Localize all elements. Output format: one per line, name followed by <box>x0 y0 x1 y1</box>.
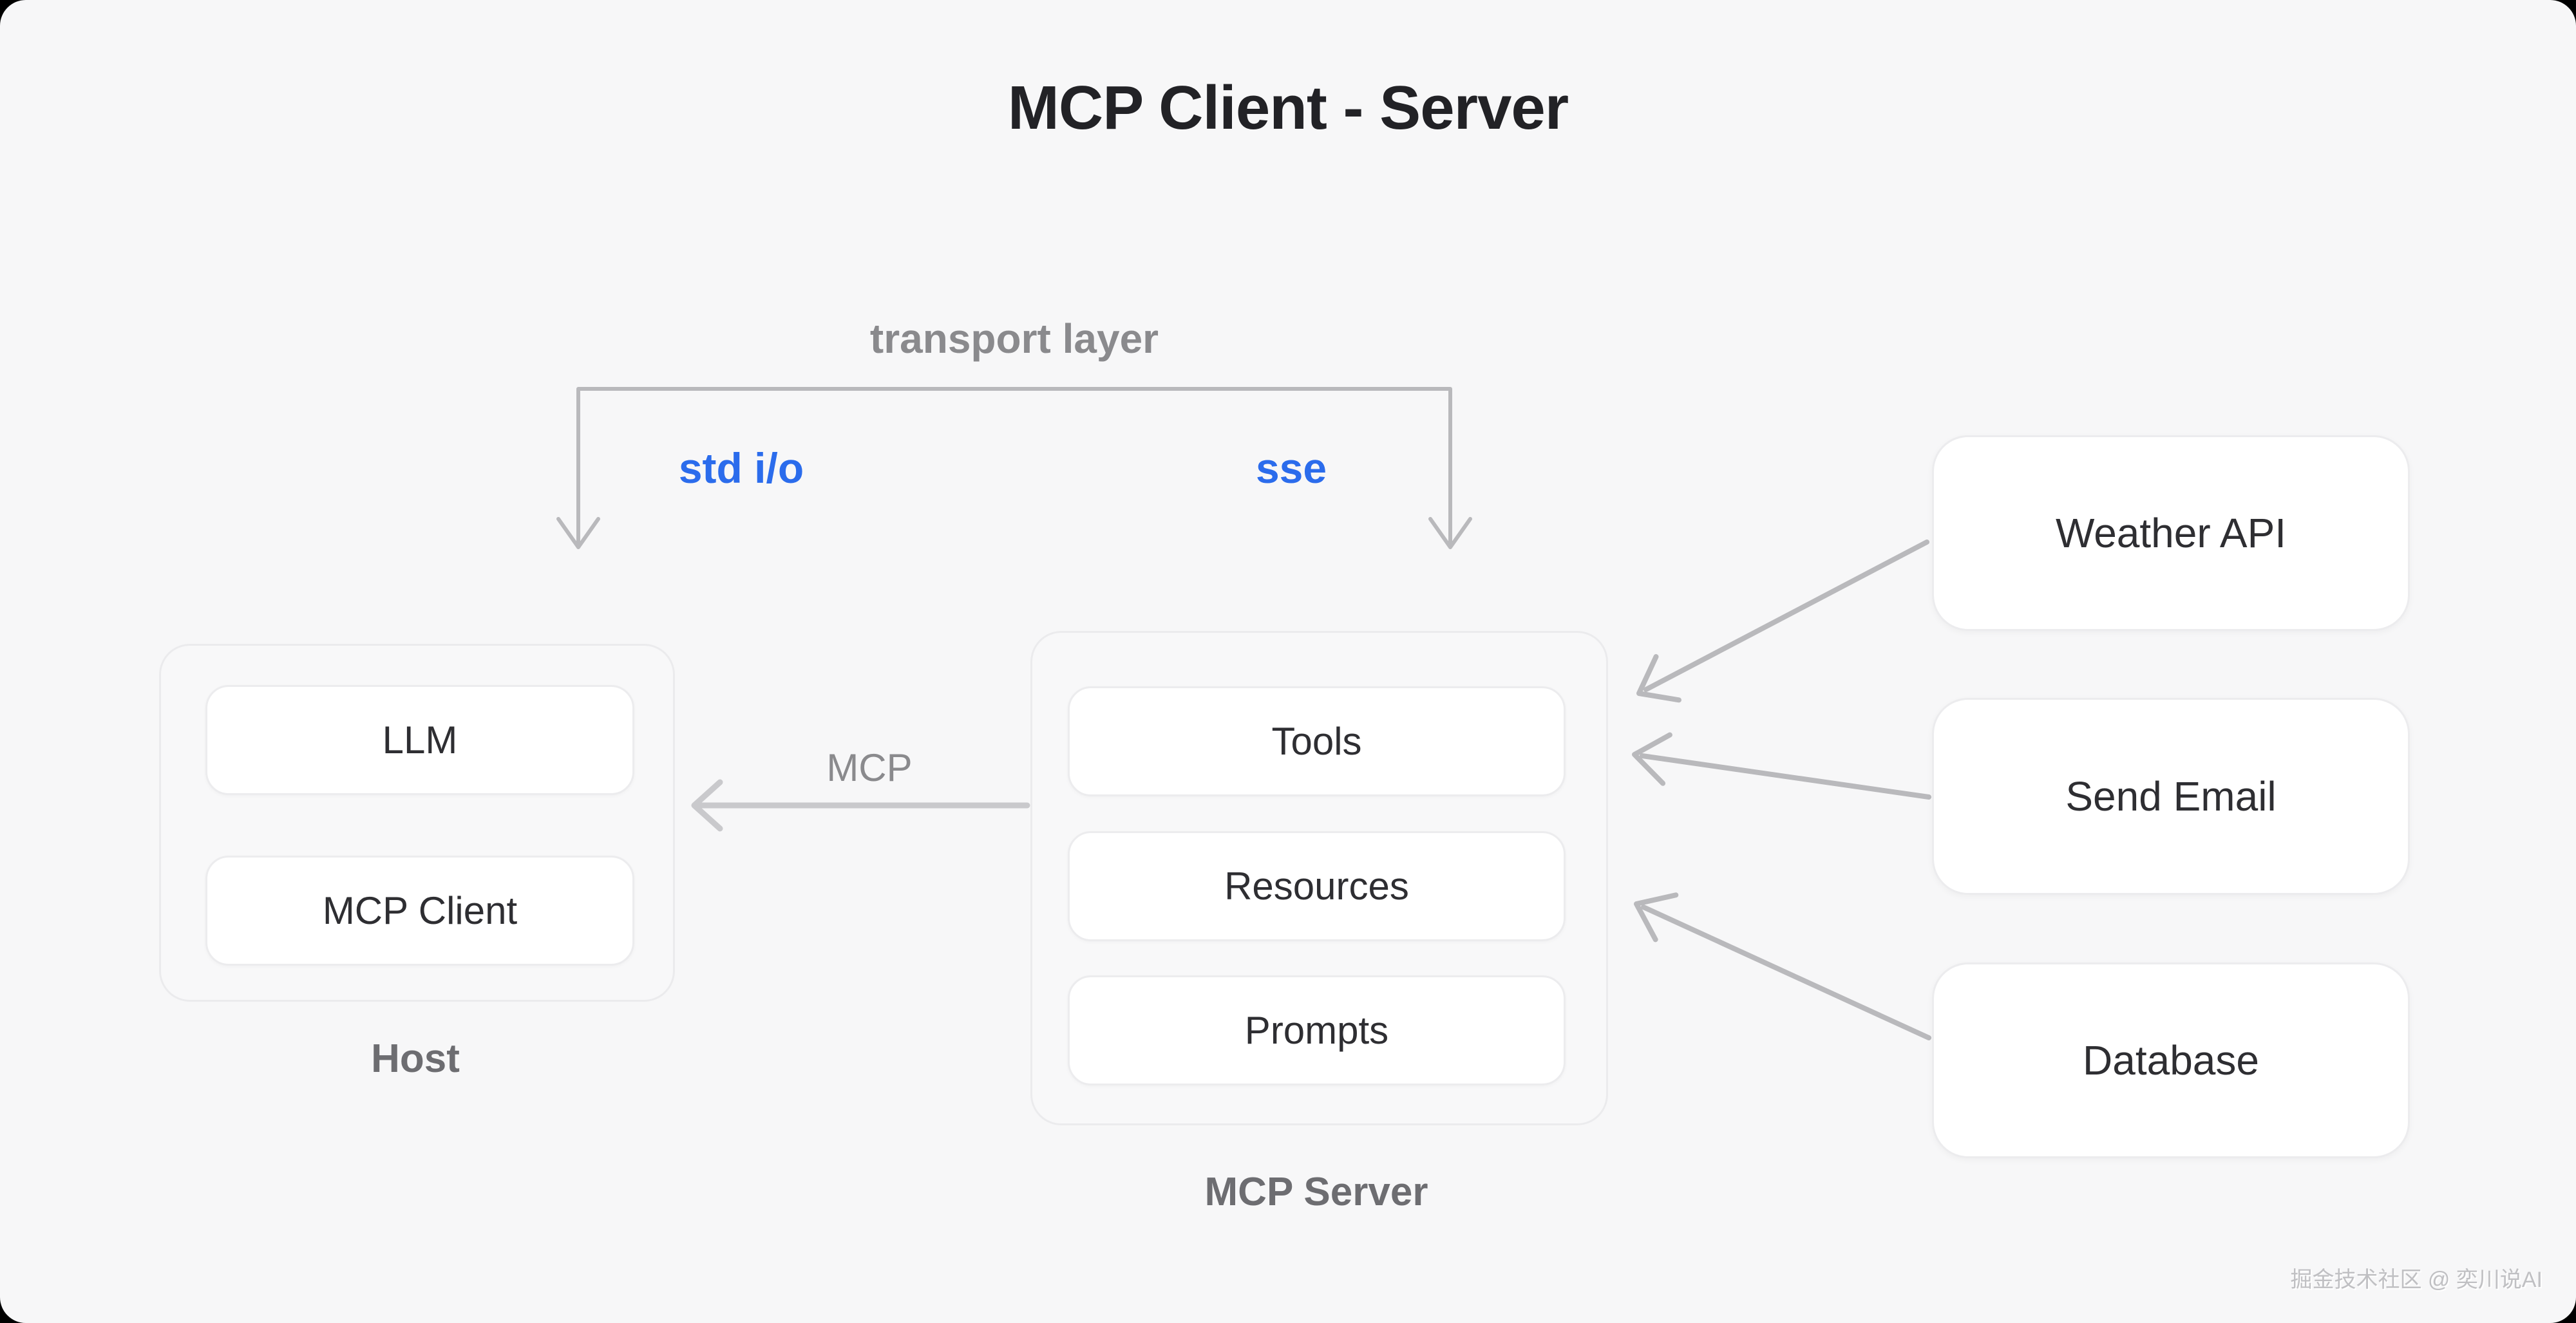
protocol-sse-label: sse <box>1255 444 1327 492</box>
database-to-server-arrow <box>1634 892 1931 1040</box>
send-email-to-server-arrow <box>1632 732 1931 800</box>
database-node-label: Database <box>2083 1037 2259 1084</box>
weather-api-node: Weather API <box>1932 435 2410 631</box>
llm-node-label: LLM <box>382 718 458 762</box>
prompts-node: Prompts <box>1068 975 1566 1085</box>
mcp-client-node: MCP Client <box>205 856 634 966</box>
resources-node-label: Resources <box>1224 864 1409 908</box>
tools-node-label: Tools <box>1271 719 1362 763</box>
page-title: MCP Client - Server <box>1007 73 1569 142</box>
watermark: 掘金技术社区 @ 奕川说AI <box>2290 1268 2543 1293</box>
mcp-server-caption: MCP Server <box>1204 1170 1428 1214</box>
weather-api-node-label: Weather API <box>2055 510 2287 556</box>
resources-node: Resources <box>1068 831 1566 941</box>
host-caption: Host <box>371 1037 460 1081</box>
database-node: Database <box>1932 962 2410 1158</box>
send-email-node: Send Email <box>1932 698 2410 895</box>
protocol-stdio-label: std i/o <box>678 444 804 492</box>
mcp-client-node-label: MCP Client <box>322 888 518 932</box>
send-email-node-label: Send Email <box>2065 773 2277 820</box>
transport-layer-label: transport layer <box>869 315 1159 362</box>
weather-to-server-arrow <box>1636 540 1929 703</box>
mcp-connection-label: MCP <box>826 746 913 789</box>
llm-node: LLM <box>205 685 634 795</box>
tools-node: Tools <box>1068 686 1566 796</box>
prompts-node-label: Prompts <box>1244 1008 1389 1052</box>
